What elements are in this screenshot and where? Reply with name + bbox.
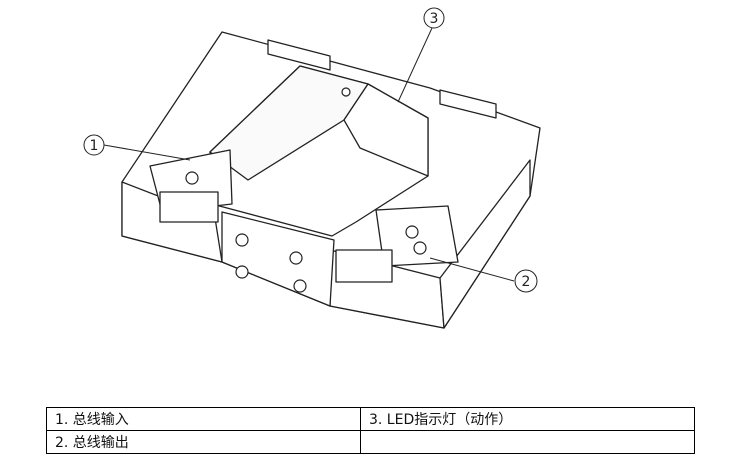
led-block	[343, 83, 429, 177]
device-drawing: 1 2 3	[83, 7, 541, 329]
callout-1: 1	[83, 134, 105, 156]
legend-item-bus-input: 1. 总线输入	[46, 407, 361, 431]
screw-icon	[413, 241, 427, 255]
back-tab-right	[439, 89, 497, 119]
leader-line	[429, 257, 515, 282]
svg-text:1: 1	[90, 138, 99, 154]
screw-icon	[405, 225, 419, 239]
right-wall	[439, 159, 531, 329]
back-tab-left	[267, 39, 331, 71]
terminal-right-clip	[335, 249, 393, 283]
mount-hole-icon	[235, 265, 249, 279]
svg-text:2: 2	[522, 274, 531, 290]
table-row: 2. 总线输出	[46, 430, 695, 454]
mount-plate	[221, 211, 335, 307]
legend-item-bus-output: 2. 总线输出	[46, 430, 361, 454]
legend-item-empty	[360, 430, 695, 454]
table-row: 1. 总线输入 3. LED指示灯（动作）	[46, 407, 695, 431]
led-icon	[341, 87, 351, 97]
terminal-left-clip	[159, 191, 219, 223]
svg-text:3: 3	[430, 11, 439, 27]
mount-hole-icon	[293, 279, 307, 293]
legend-table: 1. 总线输入 3. LED指示灯（动作） 2. 总线输出	[46, 407, 695, 454]
screw-icon	[185, 171, 199, 185]
callout-2: 2	[514, 269, 538, 293]
leader-line	[397, 27, 433, 103]
leader-line	[103, 144, 191, 161]
mount-hole-icon	[235, 233, 249, 247]
callout-3: 3	[423, 7, 445, 29]
mount-hole-icon	[289, 251, 303, 265]
legend-item-led-indicator: 3. LED指示灯（动作）	[360, 407, 695, 431]
